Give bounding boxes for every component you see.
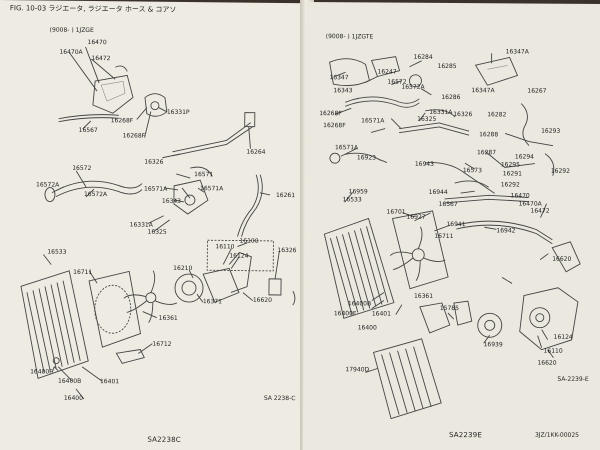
- part-label: 16573: [462, 167, 482, 175]
- part-label: 16942: [496, 227, 516, 235]
- part-label: 16264: [246, 148, 266, 156]
- part-label: 16470A: [518, 200, 542, 208]
- part-label: 16282: [487, 111, 507, 119]
- part-label: 16711: [434, 232, 454, 241]
- part-label: 16343: [333, 87, 353, 95]
- part-label: 16371: [202, 298, 222, 306]
- part-label: 16400F: [30, 368, 53, 376]
- part-label: 16267: [527, 87, 547, 95]
- part-label: 16124: [553, 333, 573, 341]
- part-label: 16533: [47, 248, 67, 256]
- part-label: 16247: [377, 68, 397, 76]
- part-label: 16571: [194, 171, 214, 179]
- part-label: 16470A: [59, 48, 83, 56]
- part-label: 16124: [229, 252, 249, 260]
- part-label: 16288: [479, 131, 499, 139]
- part-label: 16331A: [129, 221, 153, 229]
- part-label: 16100: [239, 237, 259, 245]
- part-label: 16268F: [122, 132, 146, 140]
- part-label: 16268F: [323, 122, 346, 130]
- part-label: 16571A: [361, 117, 385, 125]
- part-label: 16268F: [110, 117, 134, 125]
- part-label: 16210: [173, 264, 193, 273]
- part-label: 16285: [437, 62, 457, 71]
- part-label: 16571A: [143, 185, 168, 193]
- part-label: 16287: [476, 149, 497, 157]
- part-label: 16572A: [83, 190, 108, 199]
- part-label: 16325: [147, 228, 167, 236]
- right-parts-drawing: [323, 53, 581, 420]
- part-label: 16292: [500, 181, 520, 189]
- part-label: 16347A: [505, 48, 529, 56]
- left-page: FIG. 10-03 ラジエータ, ラジエータ ホース & コアソ (9008-…: [0, 0, 308, 450]
- part-label: 16472: [530, 207, 550, 215]
- part-label: 16567: [78, 126, 98, 135]
- document-code: 3JZ/1KK-00025: [534, 431, 580, 439]
- part-label: 16110: [215, 243, 235, 251]
- part-label: 16400: [63, 394, 83, 402]
- part-label: 16701: [386, 208, 406, 216]
- part-label: 16284: [413, 53, 433, 61]
- page-footer-code: SA2239E: [448, 431, 483, 440]
- part-label: 16400B: [57, 377, 82, 385]
- part-label: 16470: [87, 38, 107, 47]
- part-label: 16292: [550, 167, 570, 175]
- part-label: 16326: [453, 111, 473, 119]
- part-label: 16400: [357, 324, 377, 332]
- part-label: 16326: [277, 246, 297, 255]
- part-label: 16711: [73, 268, 93, 277]
- part-label: 16347A: [471, 87, 495, 95]
- part-label: 16572: [72, 164, 92, 173]
- part-label: 16472: [91, 55, 111, 63]
- part-label: 16571A: [334, 144, 359, 152]
- part-label: 16959: [348, 188, 368, 196]
- part-label: 16331P: [166, 108, 190, 117]
- part-label: 16620: [552, 255, 572, 263]
- part-label: 16400F: [333, 310, 357, 318]
- part-label: 16343: [161, 197, 182, 205]
- part-label: 16401: [371, 310, 391, 318]
- part-label: 16939: [483, 341, 503, 349]
- part-label: 16401: [99, 378, 120, 386]
- part-label: 16572A: [401, 83, 425, 91]
- part-label: 16361: [158, 314, 178, 322]
- part-label: 16943: [414, 160, 434, 168]
- part-label: 15785: [439, 304, 459, 313]
- part-label: 16110: [543, 347, 563, 355]
- page-footer-code: SA2238C: [147, 435, 181, 444]
- part-label: 16470: [510, 192, 530, 200]
- part-label: 16941: [446, 220, 466, 229]
- part-label: 16361: [413, 292, 434, 300]
- part-label: 16261: [275, 191, 296, 200]
- illustration-ref: SA-2239-E: [557, 375, 589, 383]
- part-label: 16286: [441, 93, 461, 102]
- left-parts-drawing: [20, 46, 296, 400]
- right-page: (9008- ) 1JZGTE: [302, 2, 600, 450]
- part-label: 16571A: [199, 185, 224, 193]
- part-label: 16567: [438, 200, 458, 209]
- part-label: 16944: [428, 188, 448, 196]
- part-label: 16572A: [36, 181, 60, 189]
- part-label: 16347: [329, 74, 349, 82]
- part-label: 16294: [514, 153, 535, 161]
- part-label: 17940D: [345, 366, 370, 374]
- part-label: 16927: [406, 213, 426, 221]
- illustration-ref: SA 2238-C: [263, 394, 296, 403]
- part-label: 16268F: [319, 110, 342, 118]
- part-label: 16620: [252, 296, 272, 304]
- part-label: 16295: [500, 161, 520, 169]
- part-label: 16325: [417, 115, 437, 123]
- part-label: 16923: [356, 154, 377, 162]
- part-label: 16533: [342, 196, 362, 204]
- part-label: 16400B: [347, 300, 372, 308]
- part-label: 16712: [152, 340, 172, 348]
- part-label: 16293: [541, 127, 561, 135]
- part-label: 16620: [537, 359, 557, 367]
- part-label: 16326: [144, 158, 164, 166]
- part-label: 16291: [502, 170, 522, 178]
